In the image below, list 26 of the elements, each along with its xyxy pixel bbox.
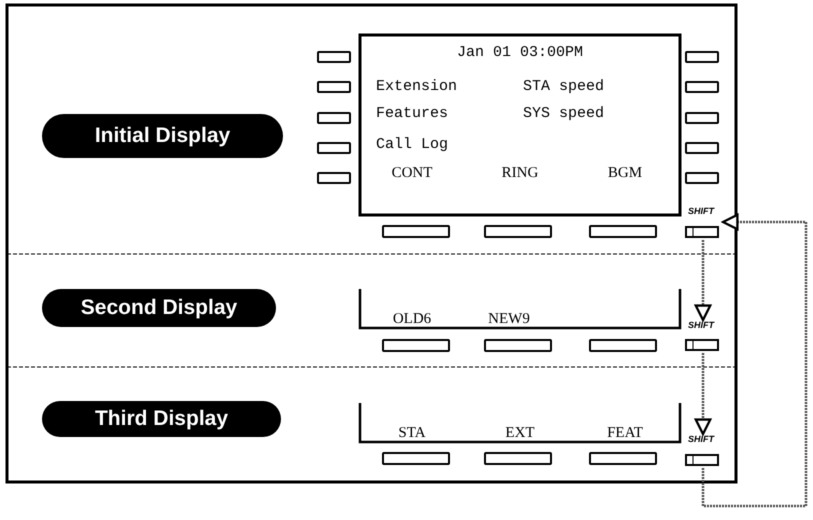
screen-text: STA speed [523,78,604,95]
lcd-screen [359,289,681,329]
lcd-screen [359,34,681,216]
shift-arrow [702,214,808,508]
screen-text: Jan 01 03:00PM [456,44,584,61]
screen-text: Extension [376,78,458,95]
screen-text: Call Log [376,136,448,153]
screen-text: BGM [608,165,642,182]
screen-text: SYS speed [523,105,604,122]
display-title: Initial Display [42,114,283,158]
shift-arrow [694,240,712,322]
screen-text: NEW9 [488,311,530,328]
lcd-screen [359,403,681,443]
key-label: SHIFT [688,434,714,444]
key-label: SHIFT [688,320,714,330]
display-title: Third Display [42,401,281,437]
screen-text: Features [376,105,448,122]
screen-text: OLD6 [392,311,432,328]
shift-arrow [694,353,712,436]
screen-text: FEAT [607,425,643,442]
display-title: Second Display [42,289,276,327]
screen-text: EXT [505,425,535,442]
screen-text: CONT [392,165,432,182]
key-label: SHIFT [688,206,714,216]
screen-text: STA [398,425,426,442]
screen-text: RING [502,165,538,182]
